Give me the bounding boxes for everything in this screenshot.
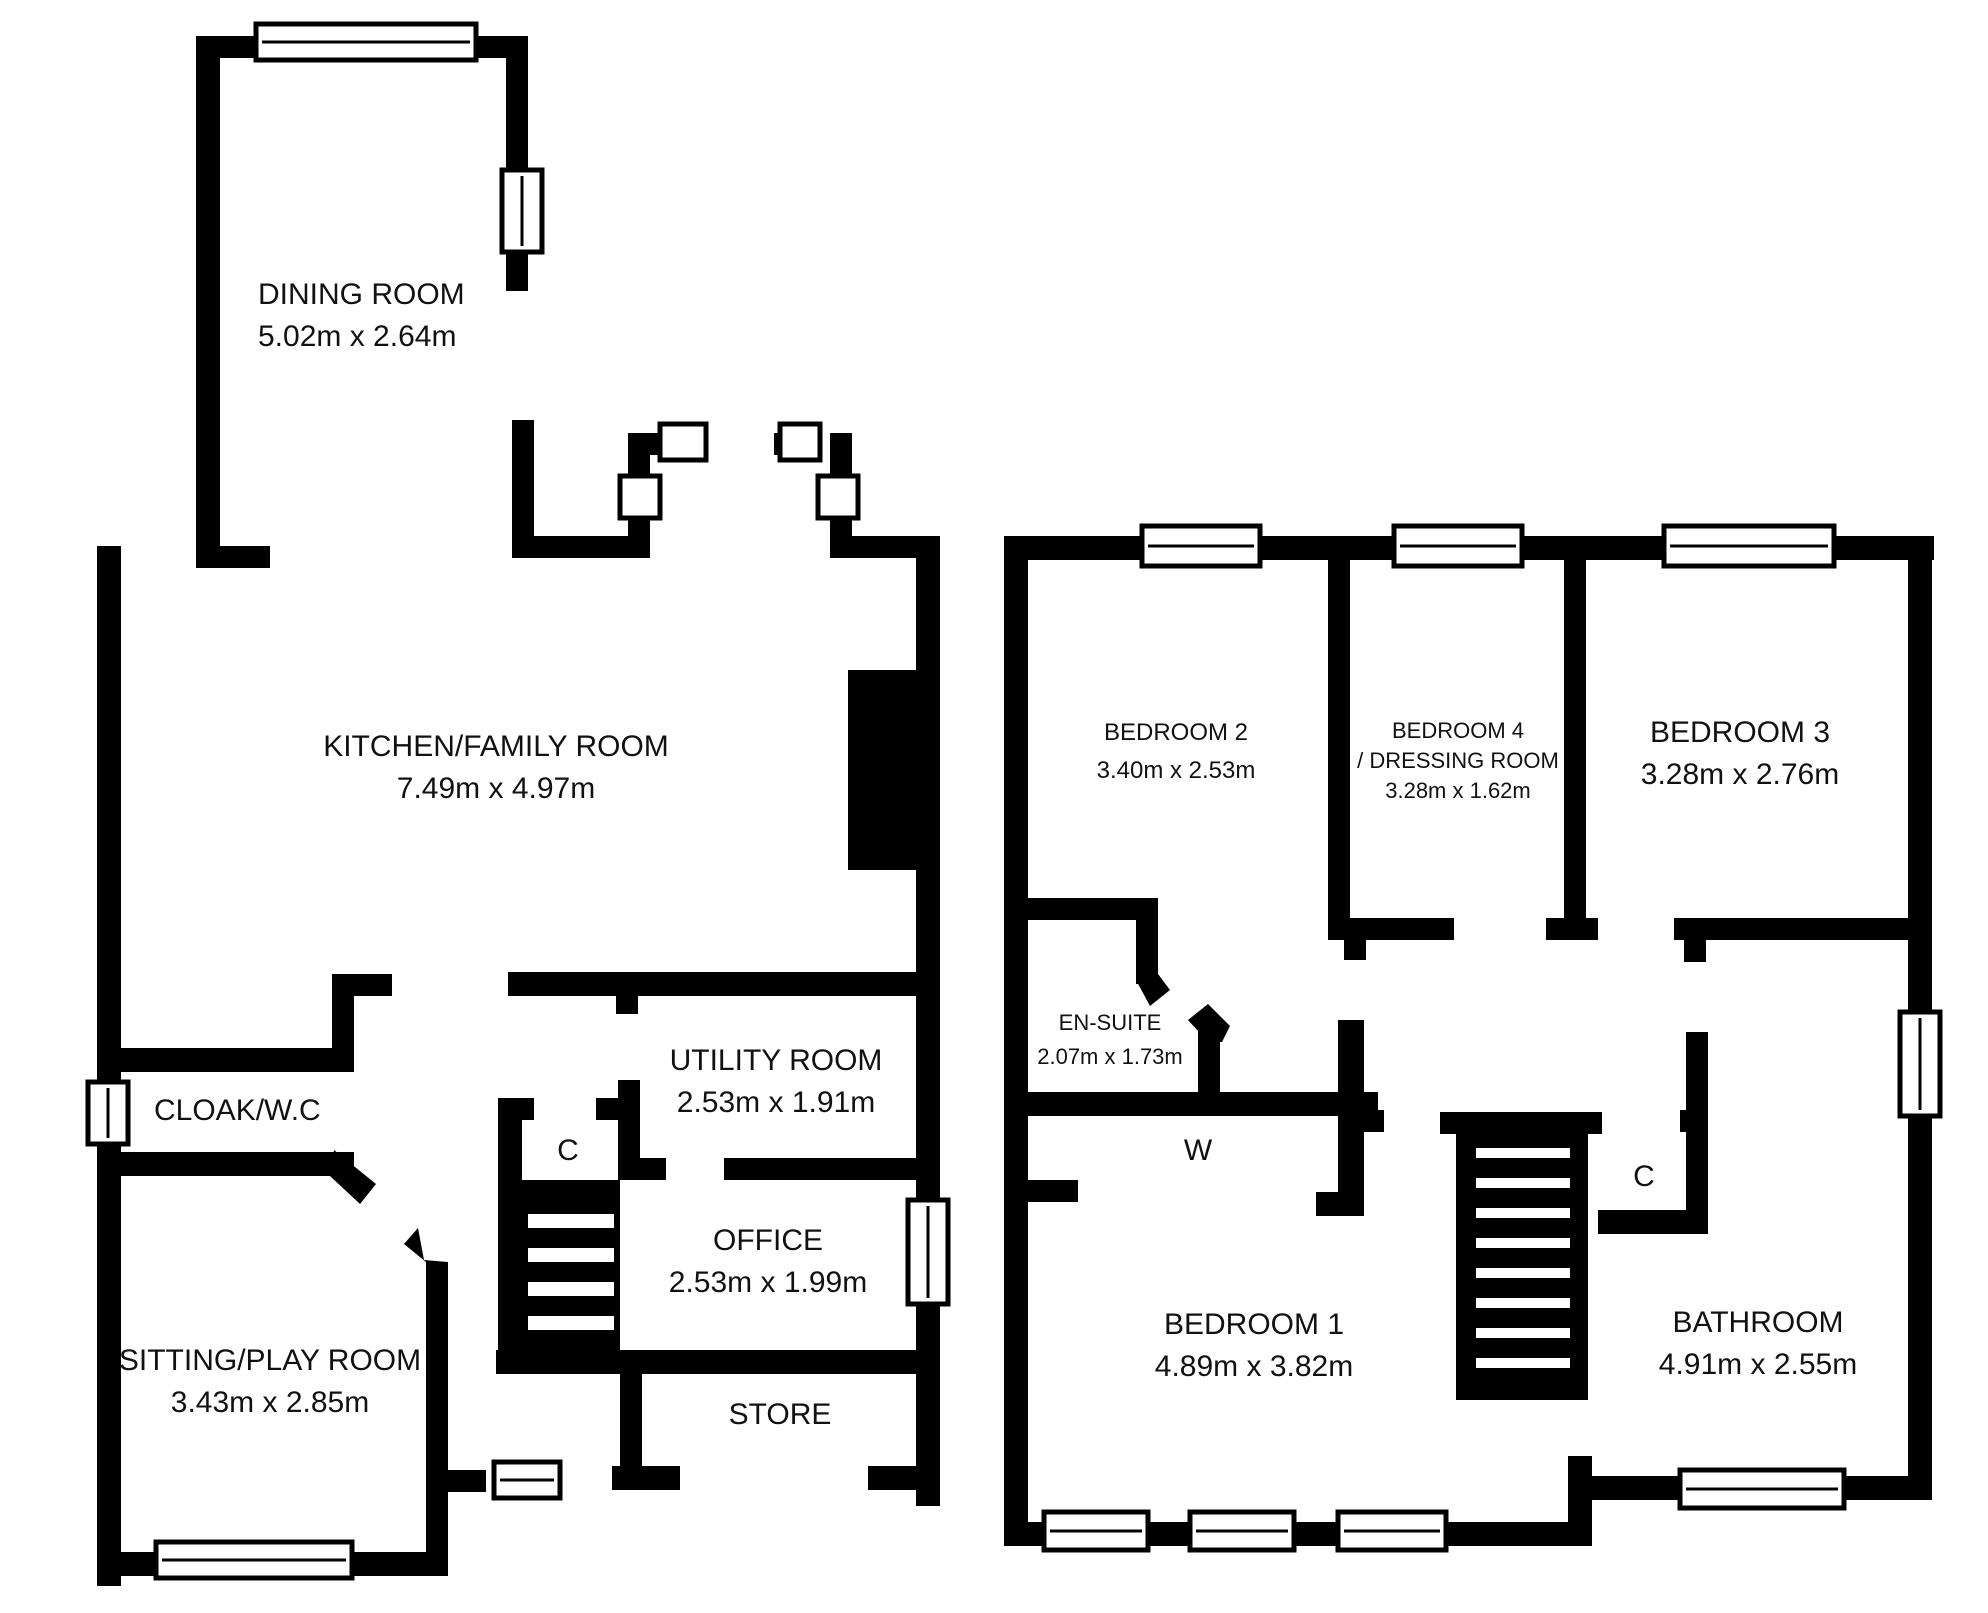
first-floor-stairs [1456, 1130, 1588, 1400]
cloak-wc-name: CLOAK/W.C [154, 1094, 321, 1127]
kitchen-name: KITCHEN/FAMILY ROOM [323, 730, 669, 763]
sitting-room-size: 3.43m x 2.85m [171, 1386, 369, 1419]
utility-room-size: 2.53m x 1.91m [677, 1086, 875, 1119]
dining-room-size: 5.02m x 2.64m [258, 320, 456, 353]
sitting-room-name: SITTING/PLAY ROOM [119, 1344, 421, 1377]
bedroom-3-name: BEDROOM 3 [1650, 716, 1830, 749]
wardrobe-label: W [1184, 1134, 1213, 1167]
bedroom-4-size: 3.28m x 1.62m [1385, 778, 1531, 803]
office-size: 2.53m x 1.99m [669, 1266, 867, 1299]
bathroom-size: 4.91m x 2.55m [1659, 1348, 1857, 1381]
bedroom-3-size: 3.28m x 2.76m [1641, 758, 1839, 791]
bedroom-1-size: 4.89m x 3.82m [1155, 1350, 1353, 1383]
en-suite-name: EN-SUITE [1059, 1010, 1162, 1035]
first-floor-labels: BEDROOM 2 3.40m x 2.53m BEDROOM 4 / DRES… [1037, 716, 1857, 1383]
bedroom-2-name: BEDROOM 2 [1104, 719, 1248, 746]
kitchen-size: 7.49m x 4.97m [397, 772, 595, 805]
cupboard-label-first: C [1633, 1160, 1655, 1193]
dining-room-name: DINING ROOM [258, 278, 465, 311]
first-floor-windows [1041, 523, 1943, 1553]
ground-floor-windows [85, 21, 951, 1581]
en-suite-size: 2.07m x 1.73m [1037, 1044, 1183, 1069]
bedroom-4-name: BEDROOM 4 [1392, 718, 1524, 743]
ground-floor-walls [97, 36, 940, 1586]
bathroom-name: BATHROOM [1672, 1306, 1843, 1339]
cupboard-label-ground: C [557, 1134, 579, 1167]
store-name: STORE [729, 1398, 832, 1431]
office-name: OFFICE [713, 1224, 823, 1257]
bedroom-1-name: BEDROOM 1 [1164, 1308, 1344, 1341]
bedroom-4-name-line2: / DRESSING ROOM [1357, 748, 1559, 773]
bedroom-2-size: 3.40m x 2.53m [1097, 757, 1256, 784]
utility-room-name: UTILITY ROOM [670, 1044, 883, 1077]
ground-floor-stairs [520, 1180, 620, 1360]
ground-floor-labels: DINING ROOM 5.02m x 2.64m KITCHEN/FAMILY… [119, 278, 883, 1431]
